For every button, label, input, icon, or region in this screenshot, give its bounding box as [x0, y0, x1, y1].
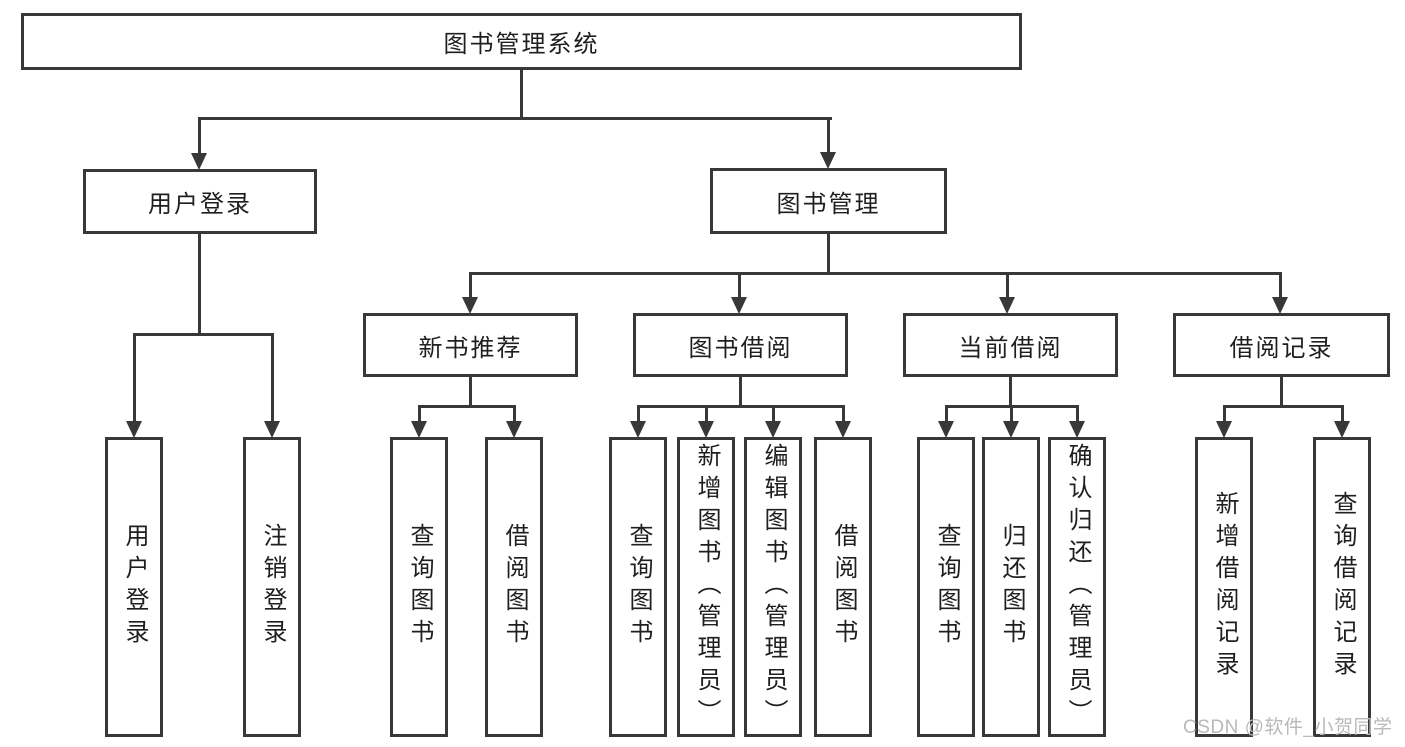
connector-book-borrow-trunk — [739, 377, 742, 407]
connector-recommend-trunk — [469, 377, 472, 407]
connector-drop-current-borrow — [1006, 272, 1009, 298]
leaf-add-borrow-record: 新增借阅记录 — [1195, 437, 1253, 737]
connector-drop-book-borrow — [738, 272, 741, 298]
connector-root-trunk — [520, 69, 523, 119]
arrowhead-edit-books — [765, 421, 781, 438]
arrowhead-query-record — [1334, 421, 1350, 438]
node-book-management-label: 图书管理 — [776, 190, 881, 218]
leaf-borrow-books: 借阅图书 — [814, 437, 872, 737]
node-new-book-recommend: 新书推荐 — [363, 313, 578, 377]
arrowhead-book-borrow — [731, 297, 747, 314]
node-borrow-records: 借阅记录 — [1173, 313, 1390, 377]
connector-borrow-records-trunk — [1280, 377, 1283, 407]
leaf-confirm-return-admin-label: 确认归还（管理员） — [1064, 443, 1091, 731]
arrowhead-confirm-return — [1069, 421, 1085, 438]
leaf-borrow-books-recommend: 借阅图书 — [485, 437, 543, 737]
leaf-query-books-borrow-label: 查询图书 — [625, 523, 652, 651]
connector-user-login-hbar — [133, 333, 274, 336]
connector-root-hbar — [198, 117, 832, 120]
arrowhead-query-recommend — [411, 421, 427, 438]
leaf-borrow-books-recommend-label: 借阅图书 — [501, 523, 528, 651]
leaf-add-books-admin: 新增图书（管理员） — [677, 437, 735, 737]
node-current-borrow: 当前借阅 — [903, 313, 1118, 377]
connector-user-login-trunk — [198, 233, 201, 336]
arrowhead-user-login — [191, 153, 207, 170]
csdn-watermark: CSDN @软件_小贺同学 — [1183, 717, 1393, 738]
arrowhead-book-management — [820, 152, 836, 169]
connector-borrow-records-hbar — [1223, 405, 1344, 408]
connector-drop-book-management — [827, 117, 830, 154]
connector-drop-leaf-logout — [271, 333, 274, 422]
node-borrow-records-label: 借阅记录 — [1229, 334, 1334, 362]
node-book-borrow: 图书借阅 — [633, 313, 848, 377]
connector-book-management-trunk — [827, 234, 830, 275]
node-current-borrow-label: 当前借阅 — [958, 334, 1063, 362]
leaf-query-borrow-record-label: 查询借阅记录 — [1329, 491, 1356, 683]
connector-drop-borrow-books — [842, 405, 845, 423]
node-book-management: 图书管理 — [710, 168, 947, 234]
leaf-user-login: 用户登录 — [105, 437, 163, 737]
node-user-login: 用户登录 — [83, 169, 317, 234]
leaf-return-books-label: 归还图书 — [998, 523, 1025, 651]
node-user-login-label: 用户登录 — [148, 191, 252, 218]
arrowhead-current-borrow — [999, 297, 1015, 314]
connector-recommend-hbar — [418, 405, 516, 408]
connector-drop-add-record — [1223, 405, 1226, 423]
arrowhead-leaf-user-login — [126, 421, 142, 438]
leaf-add-borrow-record-label: 新增借阅记录 — [1211, 491, 1238, 683]
arrowhead-borrow-books — [835, 421, 851, 438]
connector-book-borrow-hbar — [637, 405, 845, 408]
leaf-borrow-books-label: 借阅图书 — [830, 523, 857, 651]
node-root: 图书管理系统 — [21, 13, 1022, 70]
connector-drop-query-record — [1341, 405, 1344, 423]
arrowhead-return-books — [1003, 421, 1019, 438]
leaf-query-books-recommend: 查询图书 — [390, 437, 448, 737]
leaf-edit-books-admin-label: 编辑图书（管理员） — [760, 443, 787, 731]
leaf-query-books-recommend-label: 查询图书 — [406, 523, 433, 651]
leaf-return-books: 归还图书 — [982, 437, 1040, 737]
connector-drop-new-book-recommend — [469, 272, 472, 298]
leaf-confirm-return-admin: 确认归还（管理员） — [1048, 437, 1106, 737]
connector-drop-query-current — [945, 405, 948, 423]
leaf-logout-label: 注销登录 — [259, 523, 286, 651]
leaf-edit-books-admin: 编辑图书（管理员） — [744, 437, 802, 737]
arrowhead-borrow-records — [1272, 297, 1288, 314]
leaf-query-borrow-record: 查询借阅记录 — [1313, 437, 1371, 737]
node-book-borrow-label: 图书借阅 — [688, 334, 793, 362]
node-new-book-recommend-label: 新书推荐 — [418, 334, 523, 362]
leaf-query-books-current-label: 查询图书 — [933, 523, 960, 651]
arrowhead-leaf-logout — [264, 421, 280, 438]
connector-drop-query-borrow — [637, 405, 640, 423]
connector-drop-borrow-records — [1279, 272, 1282, 298]
arrowhead-query-current — [938, 421, 954, 438]
leaf-logout: 注销登录 — [243, 437, 301, 737]
arrowhead-new-book-recommend — [462, 297, 478, 314]
connector-drop-add-books — [705, 405, 708, 423]
connector-drop-borrow-recommend — [513, 405, 516, 423]
connector-drop-user-login — [198, 117, 201, 155]
connector-drop-query-recommend — [418, 405, 421, 423]
connector-drop-leaf-user-login — [133, 333, 136, 422]
leaf-user-login-label: 用户登录 — [121, 523, 148, 651]
connector-book-management-hbar — [469, 272, 1282, 275]
connector-drop-confirm-return — [1076, 405, 1079, 423]
node-root-label: 图书管理系统 — [443, 31, 600, 58]
leaf-add-books-admin-label: 新增图书（管理员） — [693, 443, 720, 731]
leaf-query-books-current: 查询图书 — [917, 437, 975, 737]
connector-drop-edit-books — [772, 405, 775, 423]
connector-current-borrow-trunk — [1009, 377, 1012, 407]
leaf-query-books-borrow: 查询图书 — [609, 437, 667, 737]
arrowhead-add-books — [698, 421, 714, 438]
arrowhead-add-record — [1216, 421, 1232, 438]
arrowhead-query-borrow — [630, 421, 646, 438]
connector-drop-return-books — [1010, 405, 1013, 423]
arrowhead-borrow-recommend — [506, 421, 522, 438]
